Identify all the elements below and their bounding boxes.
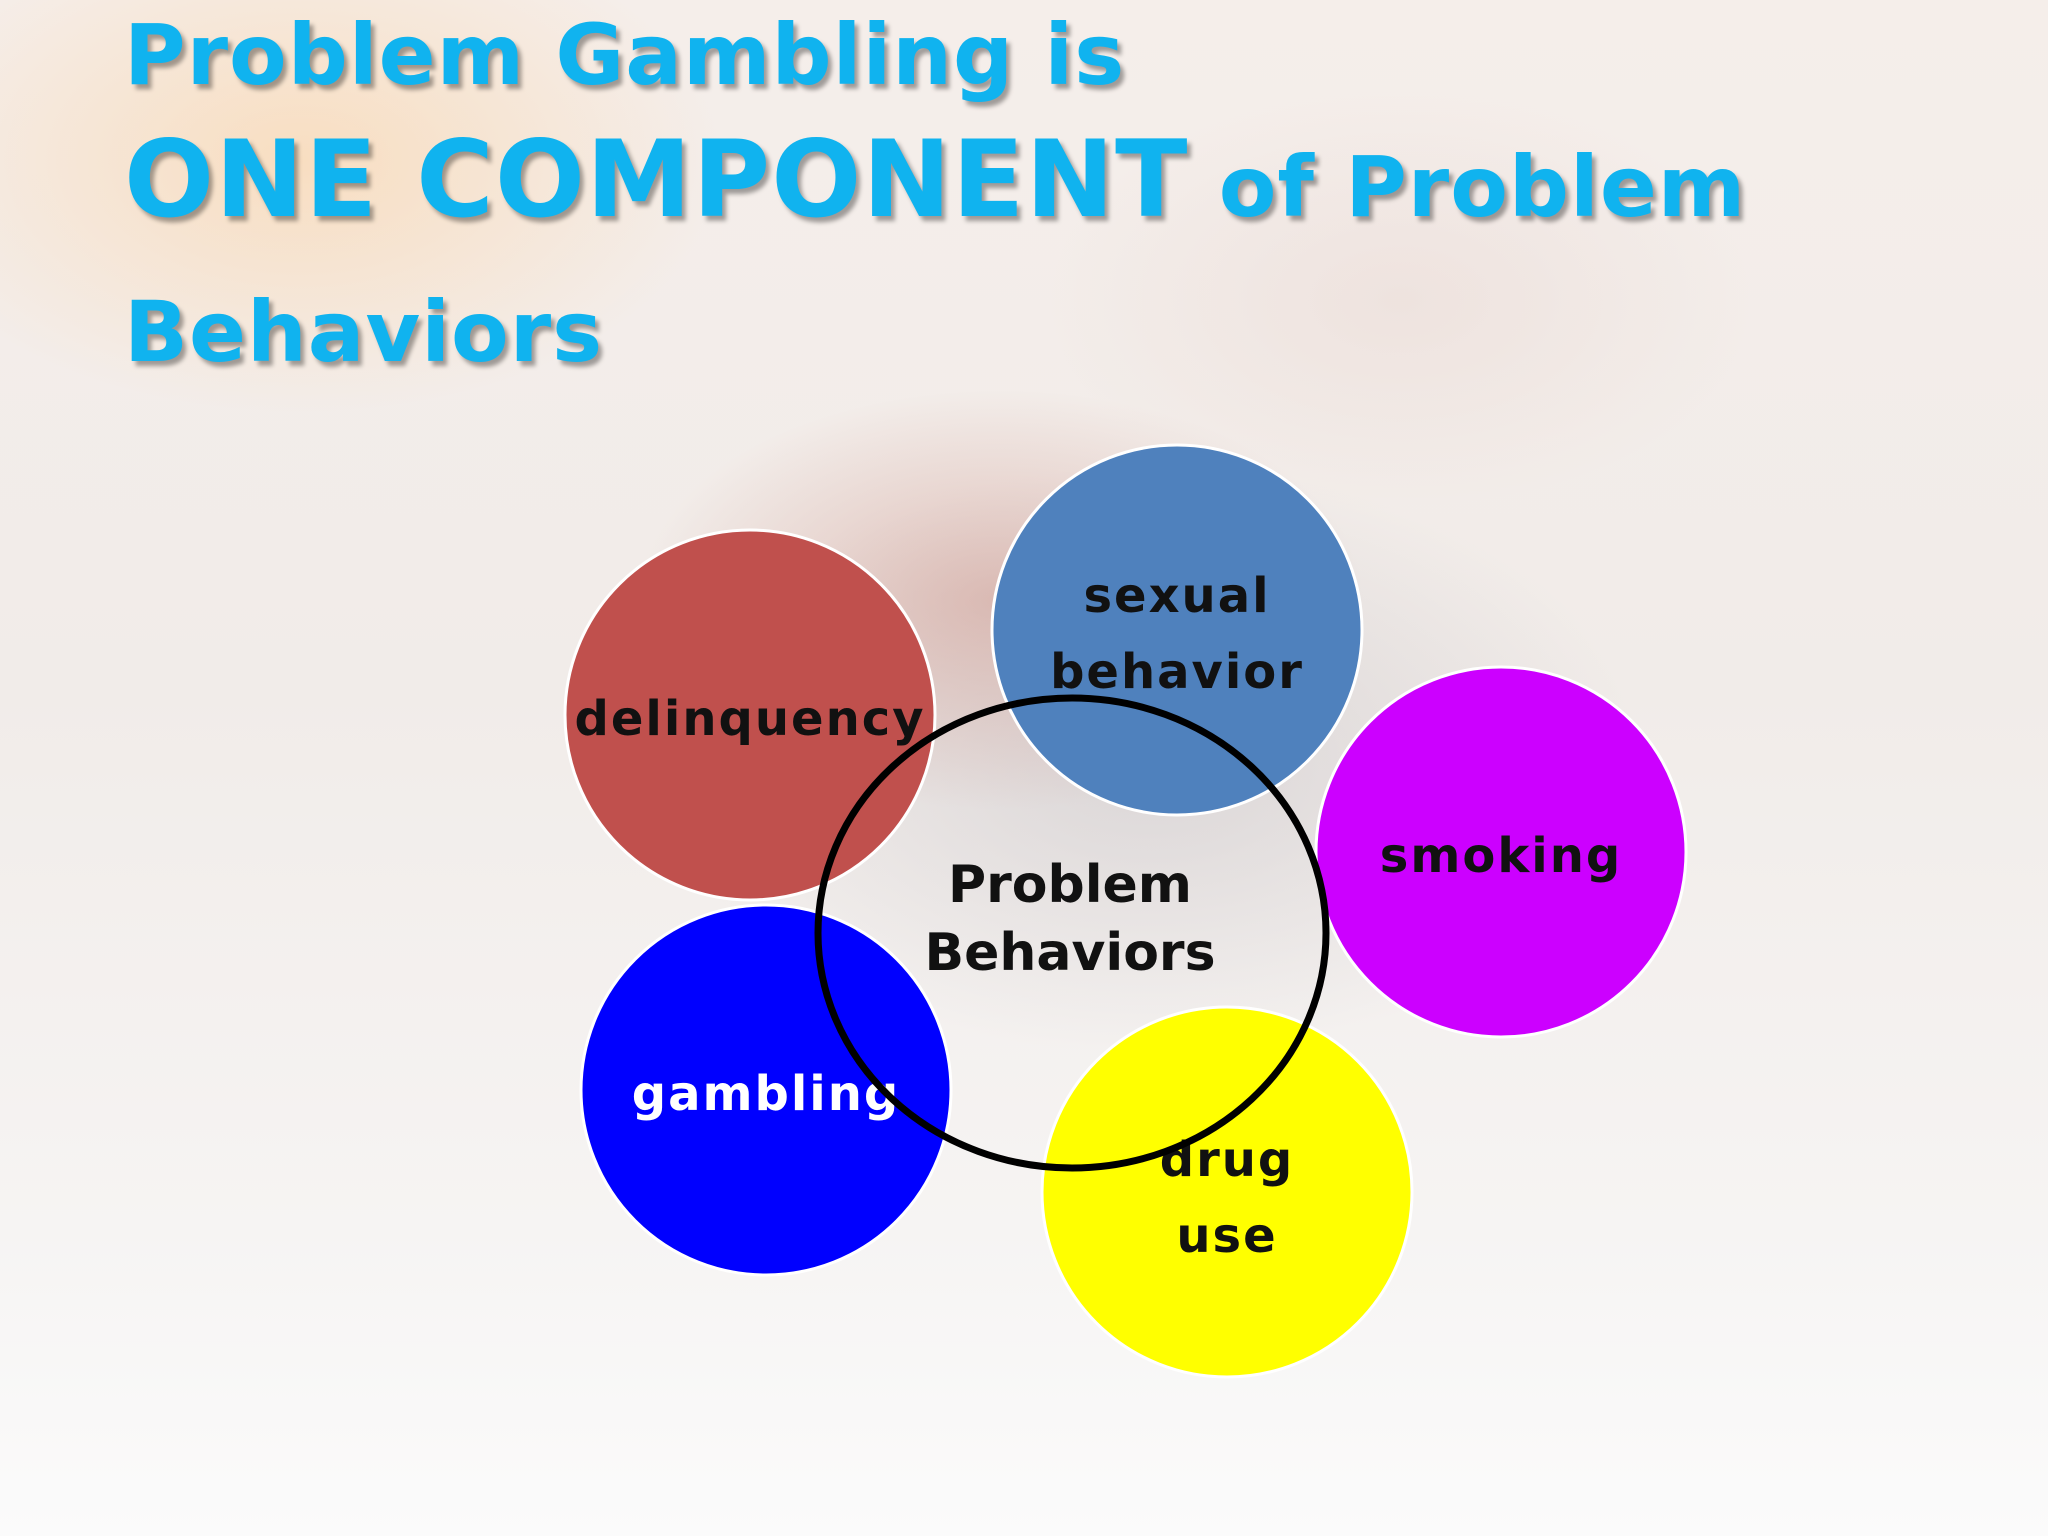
node-gambling: gambling (579, 903, 953, 1277)
title-line-1: Problem Gambling is (124, 6, 1126, 104)
title-line-3: Behaviors (124, 283, 604, 381)
node-gambling-circle (579, 903, 953, 1277)
node-drug-use-circle (1040, 1005, 1414, 1379)
node-drug-use-label-2: use (1176, 1208, 1277, 1264)
node-smoking: smoking (1314, 665, 1688, 1039)
title-line-2: ONE COMPONENT of Problem (124, 110, 1984, 257)
center-label-line-1: Problem (948, 855, 1192, 915)
node-drug-use-label-line-2: use (1176, 1208, 1277, 1264)
node-smoking-circle (1314, 665, 1688, 1039)
node-delinquency-label-line-1: delinquency (575, 691, 926, 747)
node-sexual-behavior-circle (990, 443, 1364, 817)
node-sexual-behavior-label-line-2: behavior (1050, 644, 1304, 700)
center-ring (814, 694, 1330, 1172)
node-drug-use: drug use (1040, 1005, 1414, 1379)
title-emphasis: ONE COMPONENT (124, 118, 1189, 241)
node-delinquency-label: delinquency (575, 691, 926, 747)
node-delinquency-circle (563, 528, 937, 902)
node-drug-use-label-line-1: drug (1160, 1132, 1295, 1188)
node-sexual-behavior-label-line-1: sexual (1083, 568, 1270, 624)
title-line-2-rest: of Problem (1188, 138, 1747, 236)
node-delinquency: delinquency (563, 528, 937, 902)
node-sexual-behavior-label-2: behavior (1050, 644, 1304, 700)
node-smoking-label: smoking (1380, 828, 1622, 884)
center-label-line-2: Behaviors (924, 923, 1215, 983)
center-node: Problem Behaviors (814, 694, 1330, 1172)
node-sexual-behavior: sexual behavior (990, 443, 1364, 817)
node-drug-use-label: drug (1160, 1132, 1295, 1188)
slide-title: Problem Gambling is ONE COMPONENT of Pro… (124, 0, 1984, 407)
node-smoking-label-line-1: smoking (1380, 828, 1622, 884)
node-gambling-label: gambling (632, 1066, 901, 1122)
node-sexual-behavior-label: sexual (1083, 568, 1270, 624)
node-gambling-label-line-1: gambling (632, 1066, 901, 1122)
